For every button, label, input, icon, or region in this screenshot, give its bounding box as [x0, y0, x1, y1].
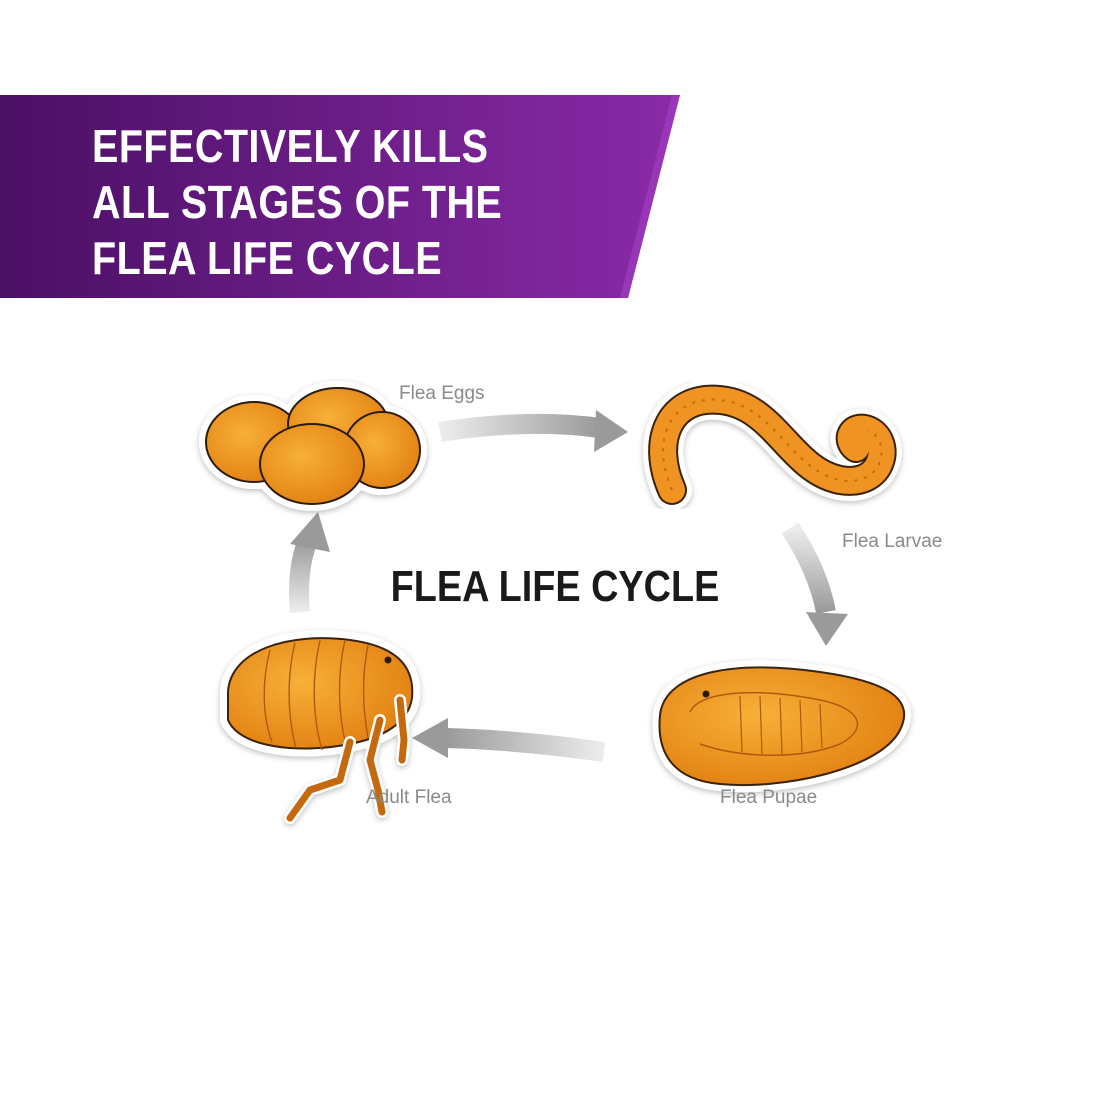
banner	[0, 95, 680, 298]
arrow-adult-to-eggs	[289, 512, 330, 613]
flea-eggs-icon	[199, 381, 427, 511]
diagram-title: FLEA LIFE CYCLE	[390, 562, 720, 611]
arrow-pupae-to-adult	[412, 718, 606, 762]
banner-line-1: EFFECTIVELY KILLS	[92, 120, 489, 172]
banner-line-3: FLEA LIFE CYCLE	[92, 232, 443, 284]
flea-larva-icon	[643, 379, 902, 510]
flea-pupa-icon	[652, 660, 912, 793]
banner-line-2: ALL STAGES OF THE	[92, 176, 503, 228]
label-flea-eggs: Flea Eggs	[399, 383, 485, 404]
label-flea-pupae: Flea Pupae	[720, 787, 818, 808]
banner-background	[0, 95, 680, 298]
arrow-eggs-to-larvae	[438, 410, 628, 452]
banner-accent-edge	[620, 95, 680, 298]
label-adult-flea: Adult Flea	[366, 787, 452, 808]
adult-flea-icon	[220, 630, 421, 824]
arrow-larvae-to-pupae	[781, 522, 848, 646]
banner-headline: EFFECTIVELY KILLS ALL STAGES OF THE FLEA…	[92, 118, 574, 286]
label-flea-larvae: Flea Larvae	[842, 531, 943, 552]
